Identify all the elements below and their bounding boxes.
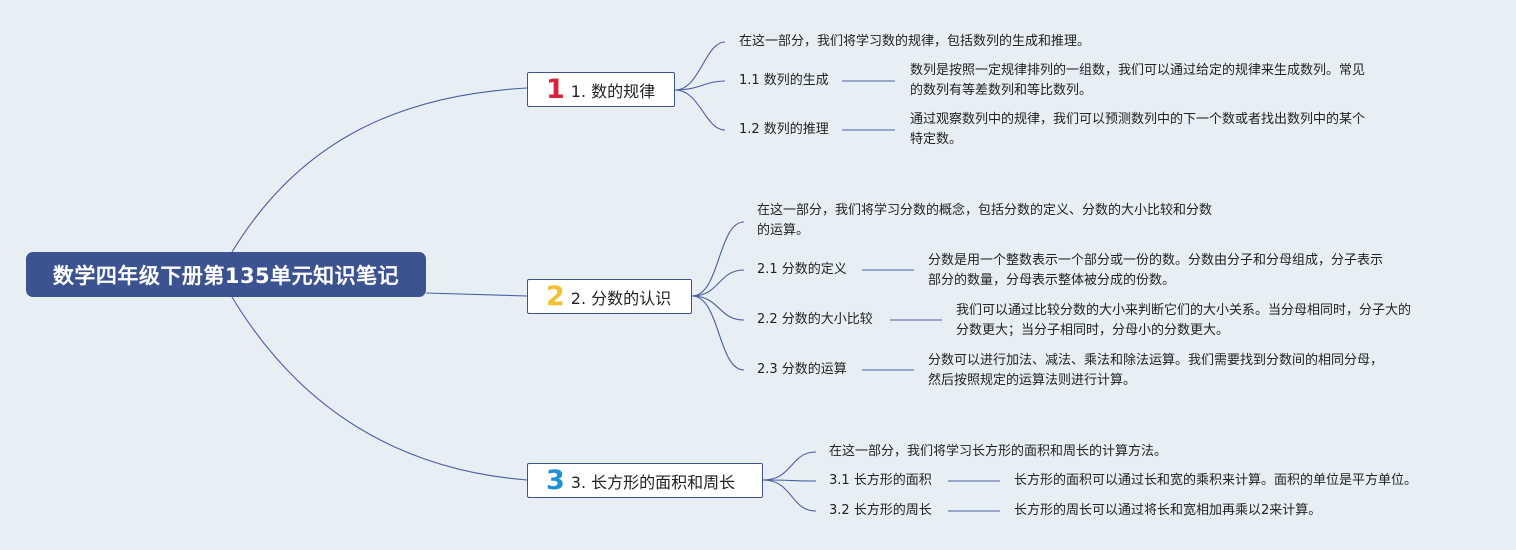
subtopic-1-2-desc[interactable]: 通过观察数列中的规律，我们可以预测数列中的下一个数或者找出数列中的某个 特定数。 [910,112,1366,147]
subtopic-3-2[interactable]: 3.2 长方形的周长 [829,503,932,518]
branch-title-2: 2. 分数的认识 [570,288,672,308]
branch-title-1: 1. 数的规律 [570,81,656,101]
connector-b1-s1 [674,80,726,91]
subtopic-3-2-desc[interactable]: 长方形的周长可以通过将长和宽相加再乘以2来计算。 [1014,503,1322,518]
branch-title-3: 3. 长方形的面积和周长 [570,472,736,492]
number-badge-3: 3 [546,465,565,496]
subtopic-2-2-desc[interactable]: 我们可以通过比较分数的大小来判断它们的大小关系。当分母相同时，分子大的 分数更大… [956,303,1412,338]
subtopic-3-1[interactable]: 3.1 长方形的面积 [829,473,932,488]
connector-b3-intro [762,451,817,481]
subtopic-2-1-desc[interactable]: 分数是用一个整数表示一个部分或一份的数。分数由分子和分母组成，分子表示 部分的数… [928,253,1384,288]
number-badge-2: 2 [546,281,565,312]
branch-3-intro[interactable]: 在这一部分，我们将学习长方形的面积和周长的计算方法。 [829,444,1168,459]
connector-root-b1 [231,87,528,253]
branch-topic-2[interactable]: 2 2. 分数的认识 [527,279,692,314]
branch-1-intro[interactable]: 在这一部分，我们将学习数的规律，包括数列的生成和推理。 [739,34,1091,49]
subtopic-1-1-desc[interactable]: 数列是按照一定规律排列的一组数，我们可以通过给定的规律来生成数列。常见 的数列有… [910,63,1366,98]
branch-2-intro[interactable]: 在这一部分，我们将学习分数的概念，包括分数的定义、分数的大小比较和分数 的运算。 [757,203,1213,238]
connector-root-b2 [425,292,528,297]
connector-b2-s2 [691,295,745,321]
subtopic-2-1[interactable]: 2.1 分数的定义 [757,262,847,277]
subtopic-1-1[interactable]: 1.1 数列的生成 [739,73,829,88]
connector-b3-s2 [762,479,817,512]
subtopic-2-2[interactable]: 2.2 分数的大小比较 [757,312,873,327]
connector-b2-intro [691,221,745,297]
connector-b2-s1 [691,269,745,297]
connector-b1-s2 [674,89,726,131]
root-topic[interactable]: 数学四年级下册第135单元知识笔记 [26,252,426,297]
connector-b2-s3 [691,295,745,371]
subtopic-1-2[interactable]: 1.2 数列的推理 [739,122,829,137]
branch-topic-1[interactable]: 1 1. 数的规律 [527,72,675,107]
subtopic-3-1-desc[interactable]: 长方形的面积可以通过长和宽的乘积来计算。面积的单位是平方单位。 [1014,473,1418,488]
number-badge-1: 1 [546,74,565,105]
connector-root-b3 [231,296,528,481]
branch-topic-3[interactable]: 3 3. 长方形的面积和周长 [527,463,763,498]
subtopic-2-3[interactable]: 2.3 分数的运算 [757,362,847,377]
connector-b1-intro [674,41,726,91]
subtopic-2-3-desc[interactable]: 分数可以进行加法、减法、乘法和除法运算。我们需要找到分数间的相同分母， 然后按照… [928,353,1384,388]
